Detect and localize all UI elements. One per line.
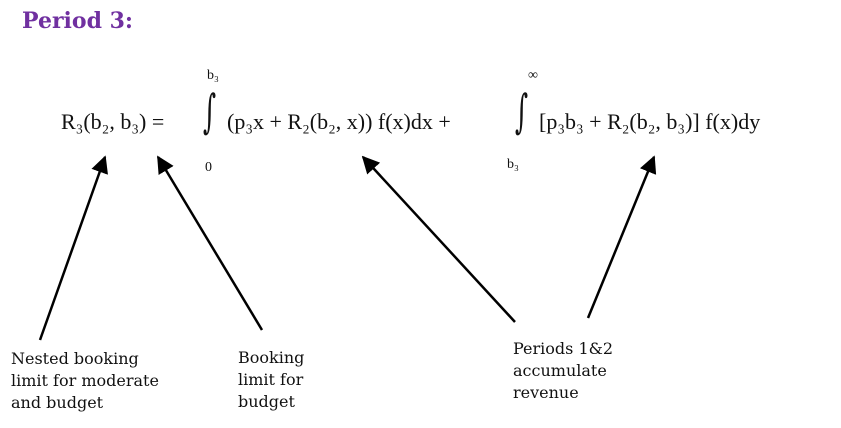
- arrow-budget-limit: [156, 155, 264, 331]
- annotation-line: revenue: [513, 383, 579, 402]
- annotation-booking-limit: Booking limit for budget: [238, 347, 304, 413]
- arrow-accumulate-revenue-1: [361, 155, 516, 323]
- integral-2-symbol: ∫: [515, 84, 529, 138]
- integral-2-lower-limit: b₃: [507, 157, 519, 172]
- equation-term-2: [p₃b₃ + R₂(b₂, b₃)] f(x)dy: [539, 109, 761, 134]
- annotation-line: Booking: [238, 348, 305, 367]
- integral-1-symbol: ∫: [203, 84, 217, 138]
- annotation-line: accumulate: [513, 361, 607, 380]
- arrow-accumulate-revenue-2: [586, 155, 657, 319]
- equation-term-1: (p₃x + R₂(b₂, x)) f(x)dx +: [227, 109, 451, 134]
- integral-2-upper-limit: ∞: [528, 68, 538, 83]
- annotation-line: Periods 1&2: [513, 339, 614, 358]
- integral-1-lower-limit: 0: [205, 160, 212, 175]
- period-heading: Period 3:: [22, 8, 134, 34]
- annotation-line: limit for: [238, 370, 304, 389]
- annotation-line: and budget: [11, 393, 104, 412]
- arrow-nested-limit: [38, 155, 108, 341]
- integral-1-upper-limit: b₃: [207, 68, 219, 83]
- annotation-accumulate-revenue: Periods 1&2 accumulate revenue: [513, 338, 613, 404]
- annotation-line: Nested booking: [11, 349, 139, 368]
- annotation-line: budget: [238, 392, 295, 411]
- equation-lhs: R₃(b₂, b₃) =: [61, 109, 165, 134]
- annotation-line: limit for moderate: [11, 371, 159, 390]
- annotation-nested-booking-limit: Nested booking limit for moderate and bu…: [11, 348, 159, 414]
